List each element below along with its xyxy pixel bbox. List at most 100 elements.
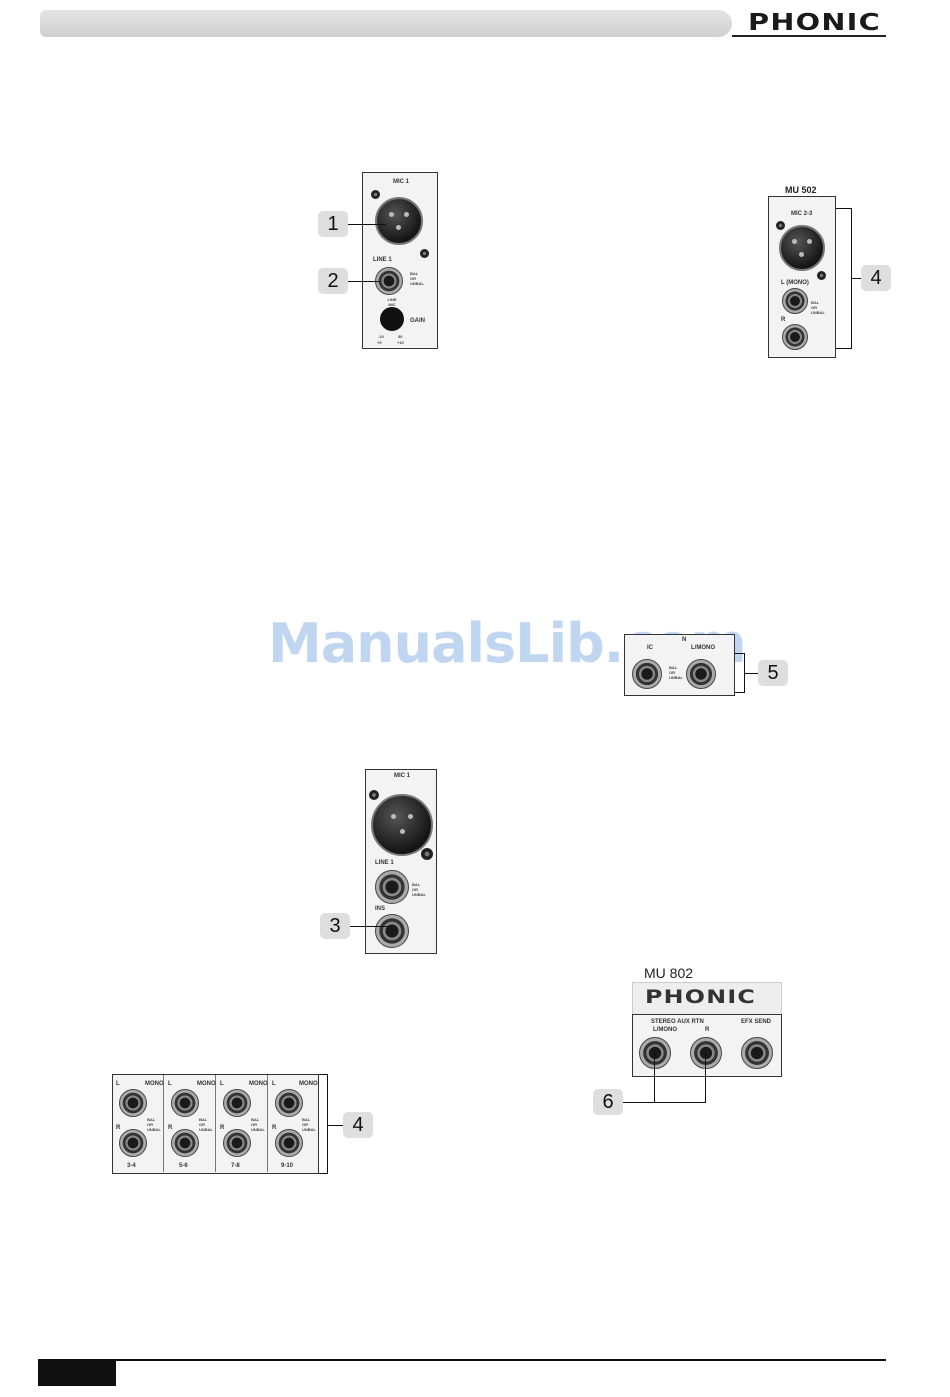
- mic-label: MIC 1: [393, 179, 410, 185]
- bal-unbal-label: BAL OR UNBAL: [199, 1117, 213, 1132]
- efx-send-jack-icon: [741, 1037, 773, 1069]
- model-label-mu502: MU 502: [785, 185, 817, 195]
- channel-label: 7-8: [231, 1163, 240, 1169]
- leader-line: [623, 1102, 706, 1103]
- leader-line: [348, 281, 380, 282]
- gain-knob-icon: [380, 307, 404, 331]
- screw-icon: [369, 790, 379, 800]
- xlr-input-icon: [779, 225, 825, 271]
- l-label: L: [272, 1081, 276, 1087]
- l-mono-label: L/MONO: [653, 1027, 677, 1033]
- l-label: L: [168, 1081, 172, 1087]
- mono-label: MONO: [197, 1081, 216, 1087]
- l-mono-jack-icon: [686, 659, 716, 689]
- gain-label: GAIN: [410, 318, 425, 324]
- gain-scale-min: -10: [378, 334, 384, 339]
- line-mic-label: LINE MIC: [387, 297, 397, 307]
- gain-scale-mid: 50: [398, 334, 403, 339]
- bal-unbal-label: BAL OR UNBAL: [669, 665, 683, 680]
- line-label: LINE 1: [375, 860, 394, 866]
- l-mono-label: L/MONO: [691, 645, 715, 651]
- bal-unbal-label: BAL OR UNBAL: [412, 882, 426, 897]
- mono-label: MONO: [145, 1081, 164, 1087]
- aux-return-l-jack-icon: [639, 1037, 671, 1069]
- stereo-channels-panel: L MONO BAL OR UNBAL R 3-4 L MONO BAL OR …: [112, 1074, 319, 1174]
- channel-label: 9-10: [281, 1163, 294, 1169]
- r-label: R: [272, 1125, 277, 1131]
- channel-label: 5-6: [179, 1163, 188, 1169]
- l-label: L: [220, 1081, 224, 1087]
- efx-send-label: EFX SEND: [741, 1019, 772, 1025]
- r-jack-icon: [119, 1129, 147, 1157]
- aux-return-r-jack-icon: [690, 1037, 722, 1069]
- l-label: L: [116, 1081, 120, 1087]
- screw-icon: [371, 190, 380, 199]
- channel-col-5-6: L MONO BAL OR UNBAL R 5-6: [165, 1075, 216, 1172]
- callout-4: 4: [861, 265, 891, 291]
- leader-line: [348, 224, 386, 225]
- channel-label: 3-4: [127, 1163, 136, 1169]
- r-label: R: [705, 1027, 710, 1033]
- r-jack-icon: [223, 1129, 251, 1157]
- callout-1: 1: [318, 211, 348, 237]
- header-bar: [40, 10, 732, 37]
- gain-scale-max: +10: [397, 340, 404, 345]
- r-jack-icon: [171, 1129, 199, 1157]
- leader-line: [705, 1050, 706, 1103]
- r-label: R: [781, 317, 786, 323]
- callout-5: 5: [758, 660, 788, 686]
- mu802-brand-strip: [632, 982, 782, 1014]
- input-label-left: IC: [647, 645, 653, 651]
- mono-label: MONO: [299, 1081, 318, 1087]
- r-label: R: [220, 1125, 225, 1131]
- stereo-aux-label: STEREO AUX RTN: [651, 1019, 704, 1025]
- xlr-input-icon: [371, 794, 433, 856]
- gain-scale-zero: +0: [377, 340, 382, 345]
- leader-line: [851, 278, 861, 279]
- l-jack-icon: [223, 1089, 251, 1117]
- bal-unbal-label: BAL OR UNBAL: [302, 1117, 316, 1132]
- footer-rule: [116, 1359, 886, 1361]
- bracket: [319, 1074, 327, 1075]
- callout-6: 6: [593, 1089, 623, 1115]
- l-mono-label: L (MONO): [781, 280, 809, 286]
- ins-label: INS: [375, 906, 386, 912]
- mu802-brand: PHONIC: [645, 986, 757, 1008]
- r-label: R: [168, 1125, 173, 1131]
- line-jack-icon: [375, 870, 409, 904]
- r-jack-icon: [275, 1129, 303, 1157]
- channel-col-3-4: L MONO BAL OR UNBAL R 3-4: [113, 1075, 164, 1172]
- stereo-input-panel: IC N L/MONO BAL OR UNBAL: [624, 634, 735, 696]
- bracket: [836, 208, 851, 209]
- leader-line: [654, 1050, 655, 1103]
- screw-icon: [817, 271, 826, 280]
- mic1-line1-panel: MIC 1 LINE 1 BAL OR UNBAL LINE MIC GAIN …: [362, 172, 438, 349]
- insert-jack-icon: [375, 914, 409, 948]
- l-jack-icon: [119, 1089, 147, 1117]
- bracket: [327, 1074, 328, 1174]
- line-label: LINE 1: [373, 257, 392, 263]
- l-jack-icon: [171, 1089, 199, 1117]
- mu502-input-panel: MIC 2-3 L (MONO) BAL OR UNBAL R: [768, 196, 836, 358]
- l-jack-icon: [782, 288, 808, 314]
- callout-3: 3: [320, 913, 350, 939]
- callout-4: 4: [343, 1112, 373, 1138]
- r-jack-icon: [782, 324, 808, 350]
- screw-icon: [776, 221, 785, 230]
- l-jack-icon: [275, 1089, 303, 1117]
- brand-logo: PHONIC: [748, 10, 881, 36]
- mic1-insert-panel: MIC 1 LINE 1 BAL OR UNBAL INS: [365, 769, 437, 954]
- input-jack-icon: [632, 659, 662, 689]
- r-label: R: [116, 1125, 121, 1131]
- leader-line: [350, 926, 392, 927]
- channel-col-7-8: L MONO BAL OR UNBAL R 7-8: [217, 1075, 268, 1172]
- model-label-mu802: MU 802: [644, 965, 694, 981]
- mic-label: MIC 2-3: [791, 211, 813, 217]
- bracket: [319, 1173, 327, 1174]
- mono-label: MONO: [249, 1081, 268, 1087]
- mic-label: MIC 1: [394, 773, 411, 779]
- input-label-top: N: [682, 637, 687, 643]
- bracket: [735, 653, 744, 654]
- channel-col-9-10: L MONO BAL OR UNBAL R 9-10: [269, 1075, 318, 1172]
- xlr-input-icon: [375, 197, 423, 245]
